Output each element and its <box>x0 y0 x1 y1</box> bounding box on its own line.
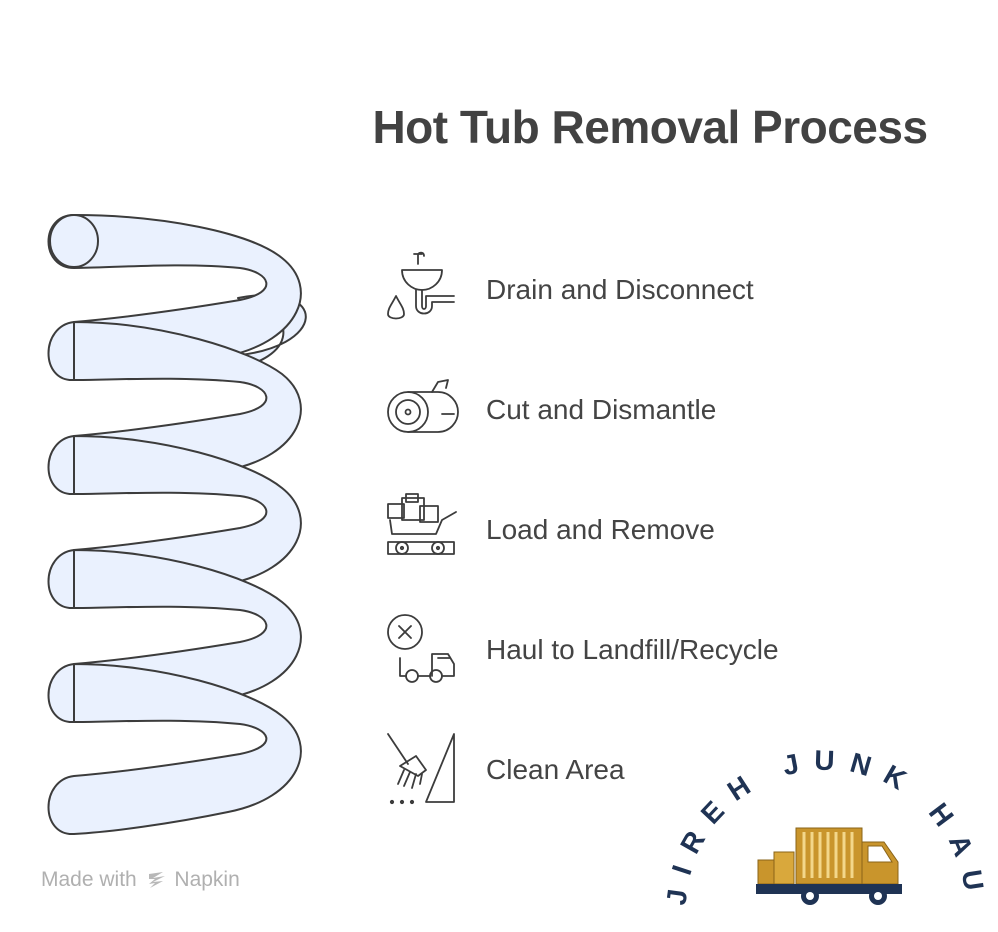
step-label: Drain and Disconnect <box>486 274 754 305</box>
step-load-and-remove: Load and Remove <box>380 490 940 570</box>
truck-icon <box>756 827 902 905</box>
napkin-brand-text: Napkin <box>174 868 240 891</box>
step-haul-to-landfill: Haul to Landfill/Recycle <box>380 610 940 690</box>
step-clean-area: Clean Area <box>380 730 940 810</box>
sink-drain-icon <box>387 251 455 320</box>
step-cut-and-dismantle: Cut and Dismantle <box>380 370 940 450</box>
made-with-credit: Made with Napkin <box>41 868 240 892</box>
step-label: Clean Area <box>486 754 625 785</box>
truck-haul-icon <box>387 614 455 683</box>
jireh-junk-haulers-logo: JIREH JUNK HAULERS <box>664 750 978 907</box>
step-label: Load and Remove <box>486 514 715 545</box>
log-cut-icon <box>387 379 459 433</box>
diagram-title: Hot Tub Removal Process <box>372 101 928 153</box>
step-label: Haul to Landfill/Recycle <box>486 634 779 665</box>
napkin-logo-icon <box>148 872 165 889</box>
spring-coil-graphic <box>47 214 307 836</box>
step-drain-and-disconnect: Drain and Disconnect <box>380 250 940 330</box>
step-label: Cut and Dismantle <box>486 394 717 425</box>
broom-sweep-icon <box>387 733 455 805</box>
made-with-text: Made with <box>41 868 137 891</box>
cart-load-icon <box>387 493 457 555</box>
